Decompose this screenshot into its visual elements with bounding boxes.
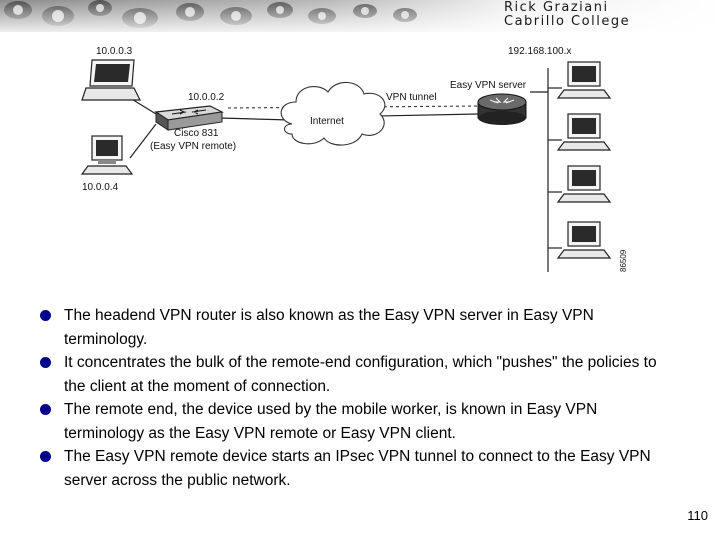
router-role-label: (Easy VPN remote) <box>150 141 236 152</box>
easy-vpn-server-router-icon <box>477 93 527 125</box>
pc-ip-label: 10.0.0.4 <box>82 182 119 193</box>
workstation-icon <box>556 221 612 259</box>
bullet-item: The headend VPN router is also known as … <box>38 304 678 351</box>
link-laptop-router <box>129 97 157 115</box>
author-credit: Rick Graziani Cabrillo College <box>504 1 630 29</box>
bullet-item: The remote end, the device used by the m… <box>38 398 678 445</box>
link-pc-router <box>129 123 157 159</box>
internet-cloud-icon <box>280 81 386 146</box>
vpn-tunnel-label: VPN tunnel <box>386 92 437 103</box>
router-cisco831-icon <box>154 105 224 131</box>
banner-image <box>0 0 720 32</box>
server-label: Easy VPN server <box>450 80 527 91</box>
desktop-pc-icon <box>80 135 134 175</box>
network-diagram: 10.0.0.3 10.0.0.4 10.0.0.2 Cisco 831 (Ea… <box>60 40 640 280</box>
router-name-label: Cisco 831 <box>174 128 219 139</box>
bullet-item: The Easy VPN remote device starts an IPs… <box>38 445 678 492</box>
figure-id: 86509 <box>619 249 628 272</box>
workstation-icon <box>556 113 612 151</box>
author-college: Cabrillo College <box>504 14 631 29</box>
header-banner: Rick Graziani Cabrillo College <box>0 0 720 32</box>
link-internet-server <box>377 113 479 117</box>
workstation-icon <box>556 61 612 99</box>
server-network-label: 192.168.100.x <box>508 46 571 57</box>
laptop-ip-label: 10.0.0.3 <box>96 46 133 57</box>
page-number: 110 <box>687 508 708 523</box>
router-ip-label: 10.0.0.2 <box>188 92 225 103</box>
internet-label: Internet <box>310 116 344 127</box>
workstation-icon <box>556 165 612 203</box>
bullet-item: It concentrates the bulk of the remote-e… <box>38 351 678 398</box>
bullet-list: The headend VPN router is also known as … <box>38 304 678 492</box>
laptop-icon <box>81 59 141 101</box>
author-name: Rick Graziani <box>504 0 609 15</box>
link-router-internet <box>219 117 291 121</box>
